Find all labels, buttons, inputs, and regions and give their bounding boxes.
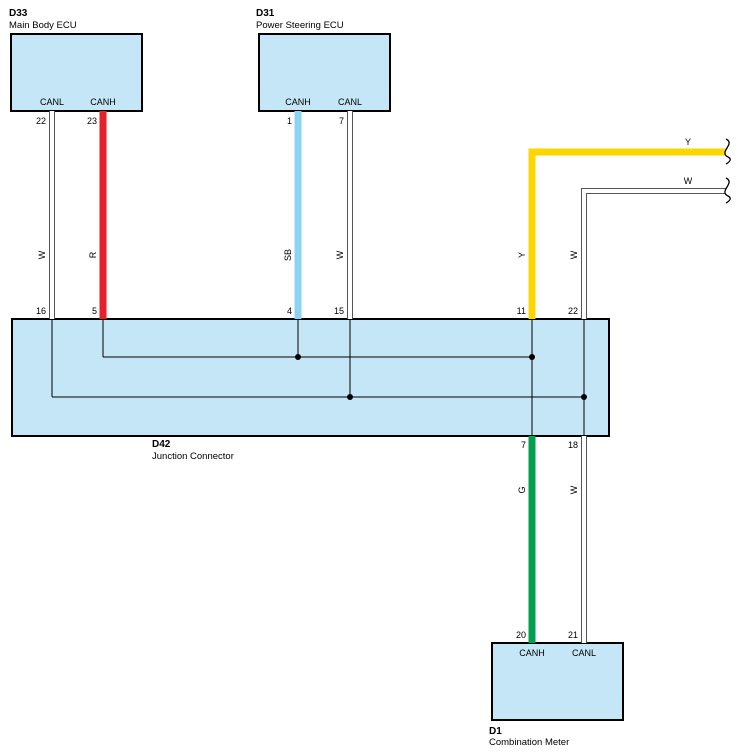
pin-number: 22 (36, 116, 46, 126)
d1-meter-box (491, 642, 624, 721)
d31-canl-label: CANL (338, 97, 362, 107)
wire-color-label: SB (283, 249, 293, 261)
pin-number: 18 (568, 440, 578, 450)
pin-number: 21 (568, 630, 578, 640)
junction-dot (347, 394, 353, 400)
continuation-mark (724, 138, 731, 165)
pin-number: 4 (287, 306, 292, 316)
wire-color-label: W (684, 176, 693, 186)
d1-code: D1 (489, 726, 502, 737)
d31-code: D31 (256, 8, 275, 19)
wire-color-label: W (569, 250, 579, 259)
continuation-mark (724, 177, 731, 204)
d42-code: D42 (152, 439, 171, 450)
pin-number: 5 (92, 306, 97, 316)
wire-color-label: W (569, 485, 579, 494)
wire-color-label: G (517, 486, 527, 493)
d31-canh-label: CANH (285, 97, 311, 107)
d42-junction-box (11, 318, 610, 437)
pin-number: 1 (287, 116, 292, 126)
d1-canh-label: CANH (519, 648, 545, 658)
d33-canh-label: CANH (90, 97, 116, 107)
d33-canl-label: CANL (40, 97, 64, 107)
d42-name: Junction Connector (152, 451, 234, 462)
pin-number: 20 (516, 630, 526, 640)
wire-color-label: W (335, 250, 345, 259)
pin-number: 23 (87, 116, 97, 126)
d33-ecu-box (10, 33, 143, 112)
d31-name: Power Steering ECU (256, 20, 344, 31)
wire-y-d42-11 (528, 148, 726, 319)
pin-number: 16 (36, 306, 46, 316)
wire-color-label: Y (517, 252, 527, 258)
pin-number: 7 (521, 440, 526, 450)
d1-name: Combination Meter (489, 737, 569, 748)
junction-dot (529, 354, 535, 360)
pin-number: 11 (517, 306, 526, 316)
wire-color-label: R (88, 251, 98, 258)
wire-w-d42-22 (581, 188, 726, 319)
pin-number: 22 (568, 306, 578, 316)
pin-number: 15 (334, 306, 344, 316)
wire-color-label: Y (685, 137, 691, 147)
d31-ecu-box (258, 33, 391, 112)
d42-internal-wiring (51, 319, 585, 436)
junction-dot (581, 394, 587, 400)
pin-number: 7 (339, 116, 344, 126)
d33-code: D33 (9, 8, 28, 19)
d33-name: Main Body ECU (9, 20, 77, 31)
d1-canl-label: CANL (572, 648, 596, 658)
junction-dot (295, 354, 301, 360)
wire-color-label: W (37, 250, 47, 259)
